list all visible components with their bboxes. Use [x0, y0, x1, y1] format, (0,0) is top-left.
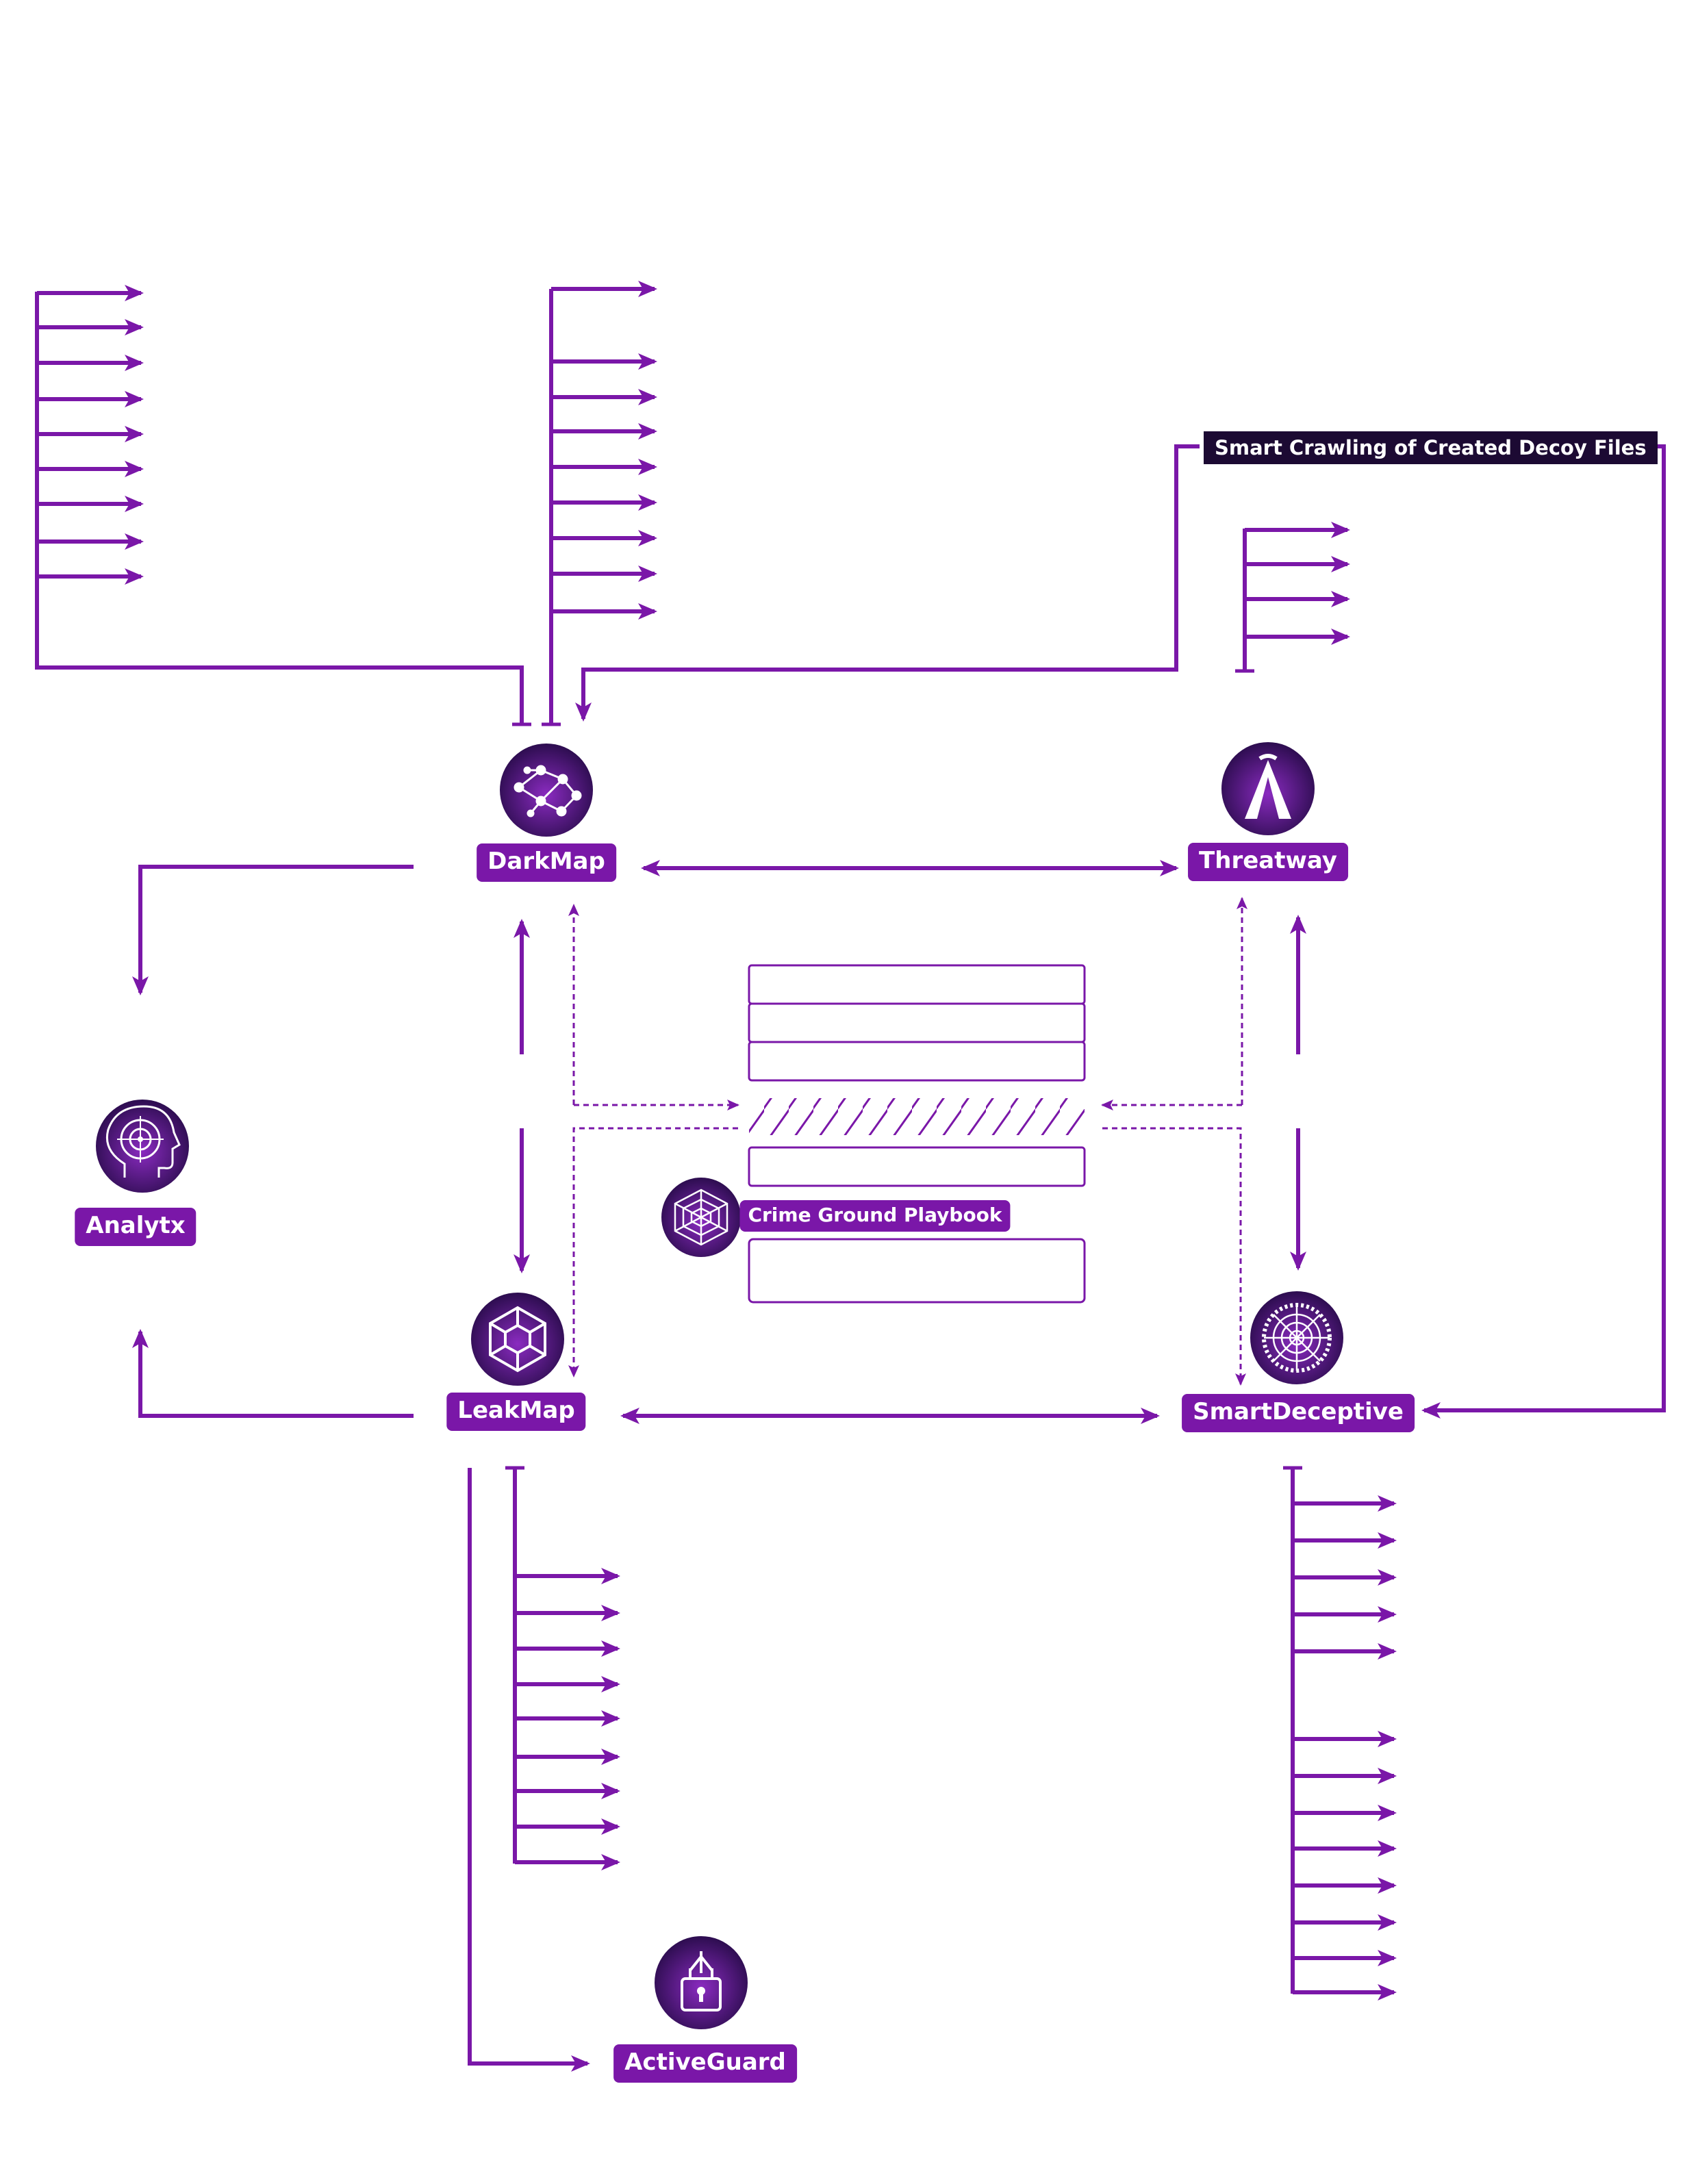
darkmap-to-analytx-arrow: [132, 865, 414, 995]
threatway-fan-branches: [1245, 522, 1350, 645]
darkmap-label: DarkMap: [477, 843, 616, 882]
decoy-crawling-label: Smart Crawling of Created Decoy Files: [1204, 431, 1658, 464]
stack-hatched-slot: [749, 1098, 1085, 1135]
leakmap-fan-branches: [515, 1568, 620, 1870]
spider-web-icon: [1250, 1291, 1343, 1384]
head-target-icon: [96, 1100, 189, 1193]
padlock-icon: [655, 1936, 748, 2029]
stack-slot-2: [748, 1002, 1086, 1043]
leakmap-label: LeakMap: [446, 1393, 586, 1431]
stack-slot-1: [748, 964, 1086, 1005]
darkmap-fan-a-link: [37, 665, 524, 724]
threatway-label: Threatway: [1188, 843, 1348, 881]
playbook-label: Crime Ground Playbook: [739, 1200, 1011, 1232]
playbook-stack: [748, 964, 1086, 1304]
leakmap-to-activeguard-arrow: [468, 1468, 590, 2072]
stack-slot-3: [748, 1041, 1086, 1082]
decoy-to-smartdeceptive-arrow: [1421, 444, 1666, 1419]
analytx-label: Analytx: [75, 1208, 197, 1246]
stack-slot-5: [748, 1238, 1086, 1304]
road-icon: [1221, 742, 1315, 835]
smartdeceptive-label: SmartDeceptive: [1182, 1394, 1415, 1432]
neural-network-icon: [500, 744, 593, 837]
smartdeceptive-fan-branches: [1293, 1495, 1397, 2001]
leakmap-to-analytx-arrow: [132, 1329, 414, 1418]
darkmap-fan-b-branches: [551, 281, 657, 620]
darkmap-fan-a-branches: [37, 285, 144, 585]
decoy-to-darkmap-arrow: [575, 444, 1200, 722]
stack-slot-4: [748, 1146, 1086, 1187]
connectors: [35, 281, 1666, 2072]
activeguard-label: ActiveGuard: [613, 2044, 797, 2083]
web-icon: [661, 1178, 741, 1257]
hexagon-network-icon: [471, 1293, 564, 1386]
dotted-connectors: [568, 897, 1247, 1386]
